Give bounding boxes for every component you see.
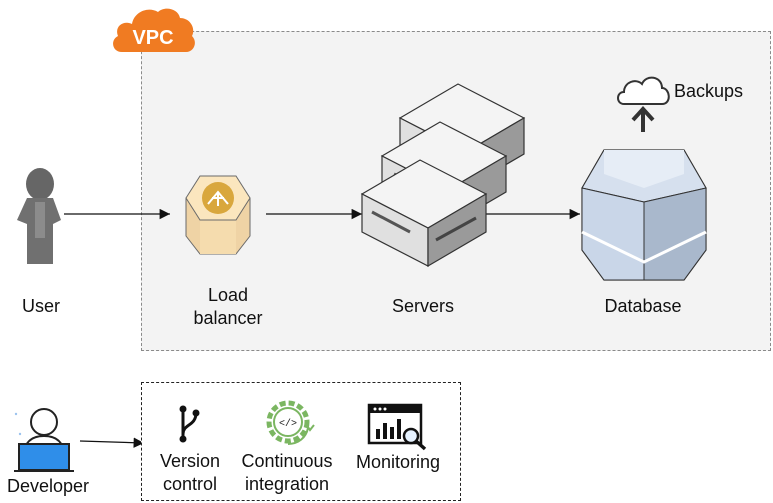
load-balancer-label-line1: Load	[207, 285, 249, 305]
ci-gear-icon: </>	[266, 400, 315, 445]
database-icon	[581, 149, 707, 281]
ci-code-symbol: </>	[279, 418, 297, 430]
branch-icon	[179, 405, 200, 443]
servers-icon	[360, 83, 526, 268]
ci-label-line2: integration	[244, 474, 330, 494]
ci-label-line1: Continuous	[241, 451, 333, 471]
vpc-cloud-badge: VPC	[113, 8, 195, 52]
developer-label: Developer	[6, 476, 90, 496]
user-icon	[17, 168, 61, 264]
version-control-label: Version control	[150, 450, 230, 496]
user-label: User	[21, 296, 60, 316]
backup-cloud-icon	[617, 76, 670, 132]
monitoring-label: Monitoring	[355, 452, 441, 472]
version-control-line1: Version	[159, 451, 221, 471]
developer-icon	[14, 408, 74, 472]
backups-label: Backups	[674, 81, 744, 101]
load-balancer-label: Load balancer	[180, 284, 276, 330]
database-label: Database	[604, 296, 682, 316]
servers-label: Servers	[391, 296, 454, 316]
load-balancer-label-line2: balancer	[193, 308, 263, 328]
version-control-line2: control	[162, 474, 218, 494]
server-front	[360, 159, 488, 268]
monitoring-dashboard-icon	[367, 403, 427, 451]
load-balancer-icon	[185, 175, 251, 255]
vpc-badge-text: VPC	[132, 27, 173, 49]
continuous-integration-label: Continuous integration	[232, 450, 342, 496]
